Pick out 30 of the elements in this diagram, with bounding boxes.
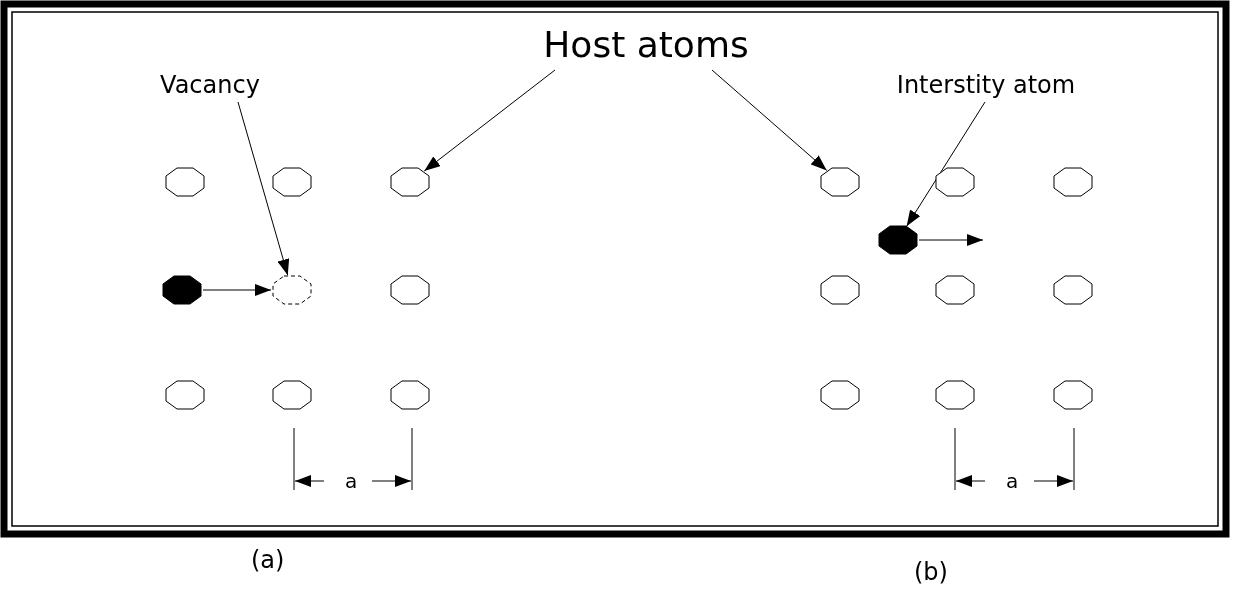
atom-octagon [389, 275, 431, 305]
vacancy-octagon [271, 275, 313, 305]
leader-line [711, 69, 828, 171]
callout-label: Vacancy [145, 68, 275, 102]
atom-octagon [389, 380, 431, 410]
atom-octagon [934, 380, 976, 410]
atom-octagon [1052, 380, 1094, 410]
atom-octagon [1052, 167, 1094, 197]
arrow [202, 284, 272, 296]
panel-label: (b) [914, 560, 948, 584]
atom-octagon [819, 380, 861, 410]
atom-octagon [934, 275, 976, 305]
atom-octagon [271, 167, 313, 197]
callout-label: Interstity atom [868, 68, 1104, 102]
atom-octagon [819, 275, 861, 305]
leader-line [237, 101, 290, 276]
atom-octagon [1052, 275, 1094, 305]
panel-label: (a) [251, 548, 285, 572]
arrow [918, 234, 984, 246]
atom-octagon [164, 167, 206, 197]
leader-line [423, 69, 556, 172]
atom-octagon [877, 225, 919, 255]
atom-octagon [389, 167, 431, 197]
atom-octagon [161, 275, 203, 305]
atom-octagon [271, 380, 313, 410]
atom-octagon [934, 167, 976, 197]
atom-octagon [164, 380, 206, 410]
atom-octagon [819, 167, 861, 197]
leader-line [906, 101, 986, 227]
callout-label: Host atoms [522, 18, 770, 70]
